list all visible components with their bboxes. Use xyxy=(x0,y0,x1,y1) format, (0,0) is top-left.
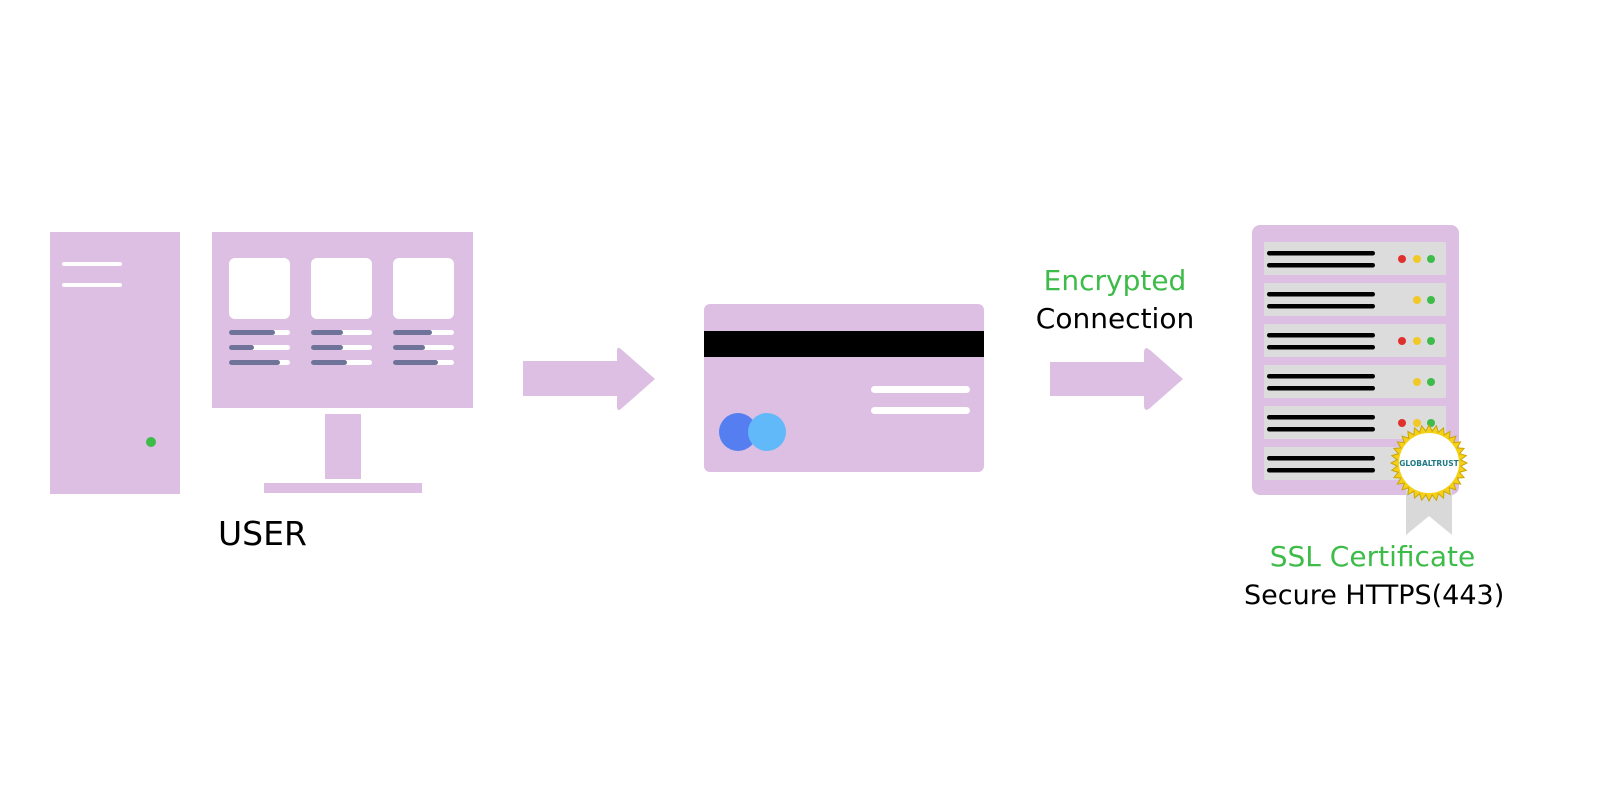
right-arrow-icon xyxy=(1050,348,1183,410)
server-slot xyxy=(1264,406,1446,439)
credit-card-icon xyxy=(704,304,984,472)
server-rack-icon xyxy=(1252,225,1459,495)
certificate-seal-icon: GLOBALTRUST xyxy=(1389,423,1469,535)
encrypted-label: Encrypted xyxy=(1043,264,1187,297)
server-slot xyxy=(1264,242,1446,275)
magnetic-stripe xyxy=(704,331,984,357)
power-led-icon xyxy=(146,437,156,447)
secure-https-label: Secure HTTPS(443) xyxy=(1244,580,1505,611)
user-label: USER xyxy=(218,514,307,553)
card-logo-circle-left xyxy=(719,413,757,451)
seal-center xyxy=(1399,433,1459,493)
right-arrow-icon xyxy=(523,347,655,411)
card-logo-circle-right xyxy=(748,413,786,451)
pc-monitor xyxy=(212,232,473,493)
seal-text: GLOBALTRUST xyxy=(1399,459,1459,468)
server-slot xyxy=(1264,365,1446,398)
desktop-computer-icon xyxy=(50,232,473,494)
connection-label: Connection xyxy=(1035,302,1195,335)
server-slot xyxy=(1264,283,1446,316)
pc-tower xyxy=(50,232,180,494)
server-slot xyxy=(1264,324,1446,357)
ssl-certificate-label: SSL Certificate xyxy=(1269,540,1476,573)
